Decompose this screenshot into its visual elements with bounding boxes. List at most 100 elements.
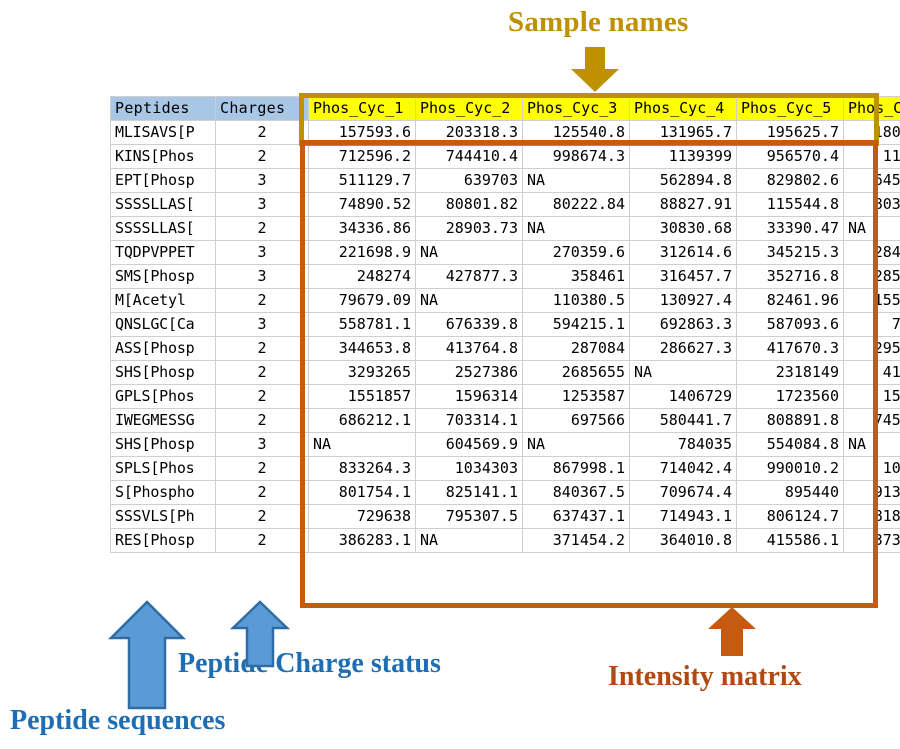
intensity-cell[interactable]: 3293265 bbox=[308, 360, 416, 385]
peptide-charge-cell[interactable]: 3 bbox=[215, 312, 309, 337]
peptide-charge-cell[interactable]: 2 bbox=[215, 384, 309, 409]
peptide-charge-cell[interactable]: 3 bbox=[215, 168, 309, 193]
intensity-cell[interactable]: 157593.6 bbox=[308, 120, 416, 145]
intensity-cell[interactable]: 316457.7 bbox=[629, 264, 737, 289]
column-header-sample-2[interactable]: Phos_Cyc_2 bbox=[415, 96, 523, 121]
intensity-cell[interactable]: 130927.4 bbox=[629, 288, 737, 313]
intensity-cell[interactable]: 808891.8 bbox=[736, 408, 844, 433]
intensity-cell[interactable]: 110380.5 bbox=[522, 288, 630, 313]
peptide-sequence-cell[interactable]: GPLS[Phos bbox=[110, 384, 216, 409]
intensity-cell[interactable]: 131965.7 bbox=[629, 120, 737, 145]
intensity-cell[interactable]: 155724.4 bbox=[843, 288, 900, 313]
intensity-cell[interactable]: 1253587 bbox=[522, 384, 630, 409]
intensity-cell[interactable]: 639703 bbox=[415, 168, 523, 193]
intensity-cell[interactable]: 990010.2 bbox=[736, 456, 844, 481]
intensity-cell[interactable]: 1034303 bbox=[415, 456, 523, 481]
intensity-cell[interactable]: 34336.86 bbox=[308, 216, 416, 241]
intensity-cell[interactable]: 125540.8 bbox=[522, 120, 630, 145]
peptide-charge-cell[interactable]: 2 bbox=[215, 504, 309, 529]
intensity-cell[interactable]: 1502006 bbox=[843, 384, 900, 409]
peptide-sequence-cell[interactable]: SPLS[Phos bbox=[110, 456, 216, 481]
intensity-cell-na[interactable]: NA bbox=[415, 240, 523, 265]
intensity-cell[interactable]: 1596314 bbox=[415, 384, 523, 409]
intensity-cell[interactable]: 415586.1 bbox=[736, 528, 844, 553]
intensity-cell[interactable]: 756873 bbox=[843, 312, 900, 337]
intensity-cell[interactable]: 867998.1 bbox=[522, 456, 630, 481]
intensity-cell[interactable]: 80334.69 bbox=[843, 192, 900, 217]
intensity-cell[interactable]: 417670.3 bbox=[736, 336, 844, 361]
intensity-cell[interactable]: 729638 bbox=[308, 504, 416, 529]
intensity-cell-na[interactable]: NA bbox=[308, 432, 416, 457]
intensity-cell[interactable]: 795307.5 bbox=[415, 504, 523, 529]
intensity-cell[interactable]: 284286.5 bbox=[843, 240, 900, 265]
intensity-cell[interactable]: 692863.3 bbox=[629, 312, 737, 337]
intensity-cell[interactable]: 554084.8 bbox=[736, 432, 844, 457]
intensity-cell[interactable]: 714042.4 bbox=[629, 456, 737, 481]
intensity-cell[interactable]: 413764.8 bbox=[415, 336, 523, 361]
intensity-cell[interactable]: 998674.3 bbox=[522, 144, 630, 169]
intensity-cell[interactable]: 833264.3 bbox=[308, 456, 416, 481]
intensity-cell[interactable]: 829802.6 bbox=[736, 168, 844, 193]
intensity-cell[interactable]: 285275.5 bbox=[843, 264, 900, 289]
peptide-sequence-cell[interactable]: TQDPVPPET bbox=[110, 240, 216, 265]
intensity-cell-na[interactable]: NA bbox=[522, 168, 630, 193]
intensity-cell[interactable]: 637437.1 bbox=[522, 504, 630, 529]
intensity-cell[interactable]: 358461 bbox=[522, 264, 630, 289]
intensity-cell[interactable]: 195625.7 bbox=[736, 120, 844, 145]
intensity-cell[interactable]: 352716.8 bbox=[736, 264, 844, 289]
intensity-cell[interactable]: 562894.8 bbox=[629, 168, 737, 193]
intensity-cell-na[interactable]: NA bbox=[843, 432, 900, 457]
peptide-charge-cell[interactable]: 2 bbox=[215, 216, 309, 241]
intensity-cell[interactable]: 587093.6 bbox=[736, 312, 844, 337]
intensity-cell-na[interactable]: NA bbox=[843, 216, 900, 241]
intensity-cell[interactable]: 784035 bbox=[629, 432, 737, 457]
intensity-cell[interactable]: 1723560 bbox=[736, 384, 844, 409]
intensity-cell[interactable]: 676339.8 bbox=[415, 312, 523, 337]
intensity-cell[interactable]: 594215.1 bbox=[522, 312, 630, 337]
intensity-cell[interactable]: 286627.3 bbox=[629, 336, 737, 361]
intensity-cell[interactable]: 645625.4 bbox=[843, 168, 900, 193]
intensity-cell[interactable]: 1120046 bbox=[843, 144, 900, 169]
intensity-cell[interactable]: 28903.73 bbox=[415, 216, 523, 241]
peptide-sequence-cell[interactable]: SSSVLS[Ph bbox=[110, 504, 216, 529]
peptide-charge-cell[interactable]: 3 bbox=[215, 192, 309, 217]
intensity-cell[interactable]: 248274 bbox=[308, 264, 416, 289]
peptide-charge-cell[interactable]: 3 bbox=[215, 240, 309, 265]
intensity-cell[interactable]: 580441.7 bbox=[629, 408, 737, 433]
intensity-cell[interactable]: 287084 bbox=[522, 336, 630, 361]
peptide-charge-cell[interactable]: 2 bbox=[215, 480, 309, 505]
peptide-sequence-cell[interactable]: SHS[Phosp bbox=[110, 360, 216, 385]
peptide-charge-cell[interactable]: 2 bbox=[215, 528, 309, 553]
intensity-cell[interactable]: 801754.1 bbox=[308, 480, 416, 505]
intensity-cell[interactable]: 30830.68 bbox=[629, 216, 737, 241]
intensity-cell[interactable]: 745552.6 bbox=[843, 408, 900, 433]
intensity-cell[interactable]: 295301.9 bbox=[843, 336, 900, 361]
intensity-cell-na[interactable]: NA bbox=[522, 432, 630, 457]
intensity-cell-na[interactable]: NA bbox=[522, 216, 630, 241]
column-header-sample-6[interactable]: Phos_Cyc_6 bbox=[843, 96, 900, 121]
intensity-cell[interactable]: 2685655 bbox=[522, 360, 630, 385]
peptide-charge-cell[interactable]: 3 bbox=[215, 432, 309, 457]
intensity-cell[interactable]: 80801.82 bbox=[415, 192, 523, 217]
intensity-cell[interactable]: 221698.9 bbox=[308, 240, 416, 265]
intensity-cell[interactable]: 345215.3 bbox=[736, 240, 844, 265]
intensity-cell[interactable]: 79679.09 bbox=[308, 288, 416, 313]
peptide-charge-cell[interactable]: 2 bbox=[215, 144, 309, 169]
peptide-sequence-cell[interactable]: SHS[Phosp bbox=[110, 432, 216, 457]
peptide-charge-cell[interactable]: 2 bbox=[215, 360, 309, 385]
intensity-cell[interactable]: 956570.4 bbox=[736, 144, 844, 169]
intensity-cell[interactable]: 33390.47 bbox=[736, 216, 844, 241]
intensity-cell[interactable]: 427877.3 bbox=[415, 264, 523, 289]
intensity-cell[interactable]: 2527386 bbox=[415, 360, 523, 385]
intensity-cell[interactable]: 373595.6 bbox=[843, 528, 900, 553]
intensity-cell[interactable]: 697566 bbox=[522, 408, 630, 433]
intensity-cell[interactable]: 686212.1 bbox=[308, 408, 416, 433]
peptide-charge-cell[interactable]: 2 bbox=[215, 288, 309, 313]
intensity-cell-na[interactable]: NA bbox=[415, 288, 523, 313]
intensity-cell[interactable]: 180664.5 bbox=[843, 120, 900, 145]
intensity-cell[interactable]: 386283.1 bbox=[308, 528, 416, 553]
peptide-sequence-cell[interactable]: S[Phospho bbox=[110, 480, 216, 505]
intensity-cell[interactable]: 82461.96 bbox=[736, 288, 844, 313]
intensity-cell[interactable]: 115544.8 bbox=[736, 192, 844, 217]
intensity-cell[interactable]: 714943.1 bbox=[629, 504, 737, 529]
